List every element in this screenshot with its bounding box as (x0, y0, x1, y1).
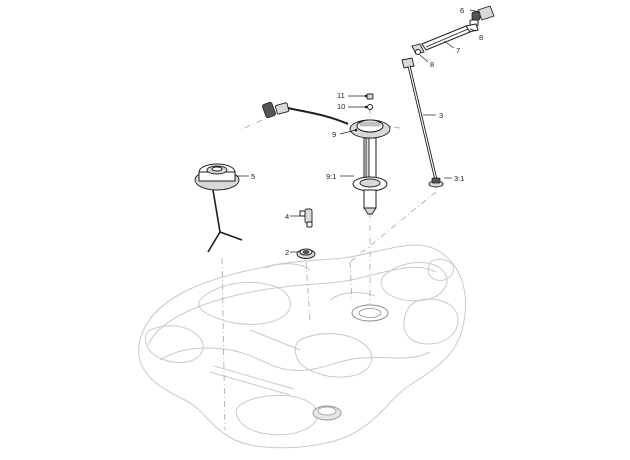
grommet-part (296, 248, 316, 259)
callout-3-1: 3:1 (454, 174, 464, 183)
elbow-fitting-part (299, 208, 313, 228)
vent-valve-part (465, 5, 495, 33)
filler-neck-ghost (312, 405, 342, 421)
washer-part (367, 104, 373, 110)
callout-7: 7 (456, 46, 460, 55)
callout-11: 11 (337, 91, 345, 100)
fuel-sender-part (262, 101, 391, 215)
callout-labels: 6 8 7 8 3 11 10 9 5 9:1 3:1 4 2 (251, 6, 483, 257)
callout-8-lower: 8 (430, 60, 434, 69)
fuel-cap-part (194, 163, 243, 253)
callout-10: 10 (337, 102, 345, 111)
callout-8-top: 8 (479, 33, 483, 42)
callout-5: 5 (251, 172, 255, 181)
callout-9-1: 9:1 (326, 172, 336, 181)
leader-lines (236, 9, 481, 253)
callout-4: 4 (285, 212, 289, 221)
vent-hose-part (421, 25, 471, 51)
sender-rod-part (401, 57, 444, 188)
hose-clamp-part (411, 43, 425, 55)
sender-mount-ring-ghost (351, 304, 389, 322)
screw-part (366, 93, 374, 100)
callout-3: 3 (439, 111, 443, 120)
fuel-tank-ghost (138, 244, 467, 449)
callout-6: 6 (460, 6, 464, 15)
callout-9: 9 (332, 130, 336, 139)
callout-2: 2 (285, 248, 289, 257)
